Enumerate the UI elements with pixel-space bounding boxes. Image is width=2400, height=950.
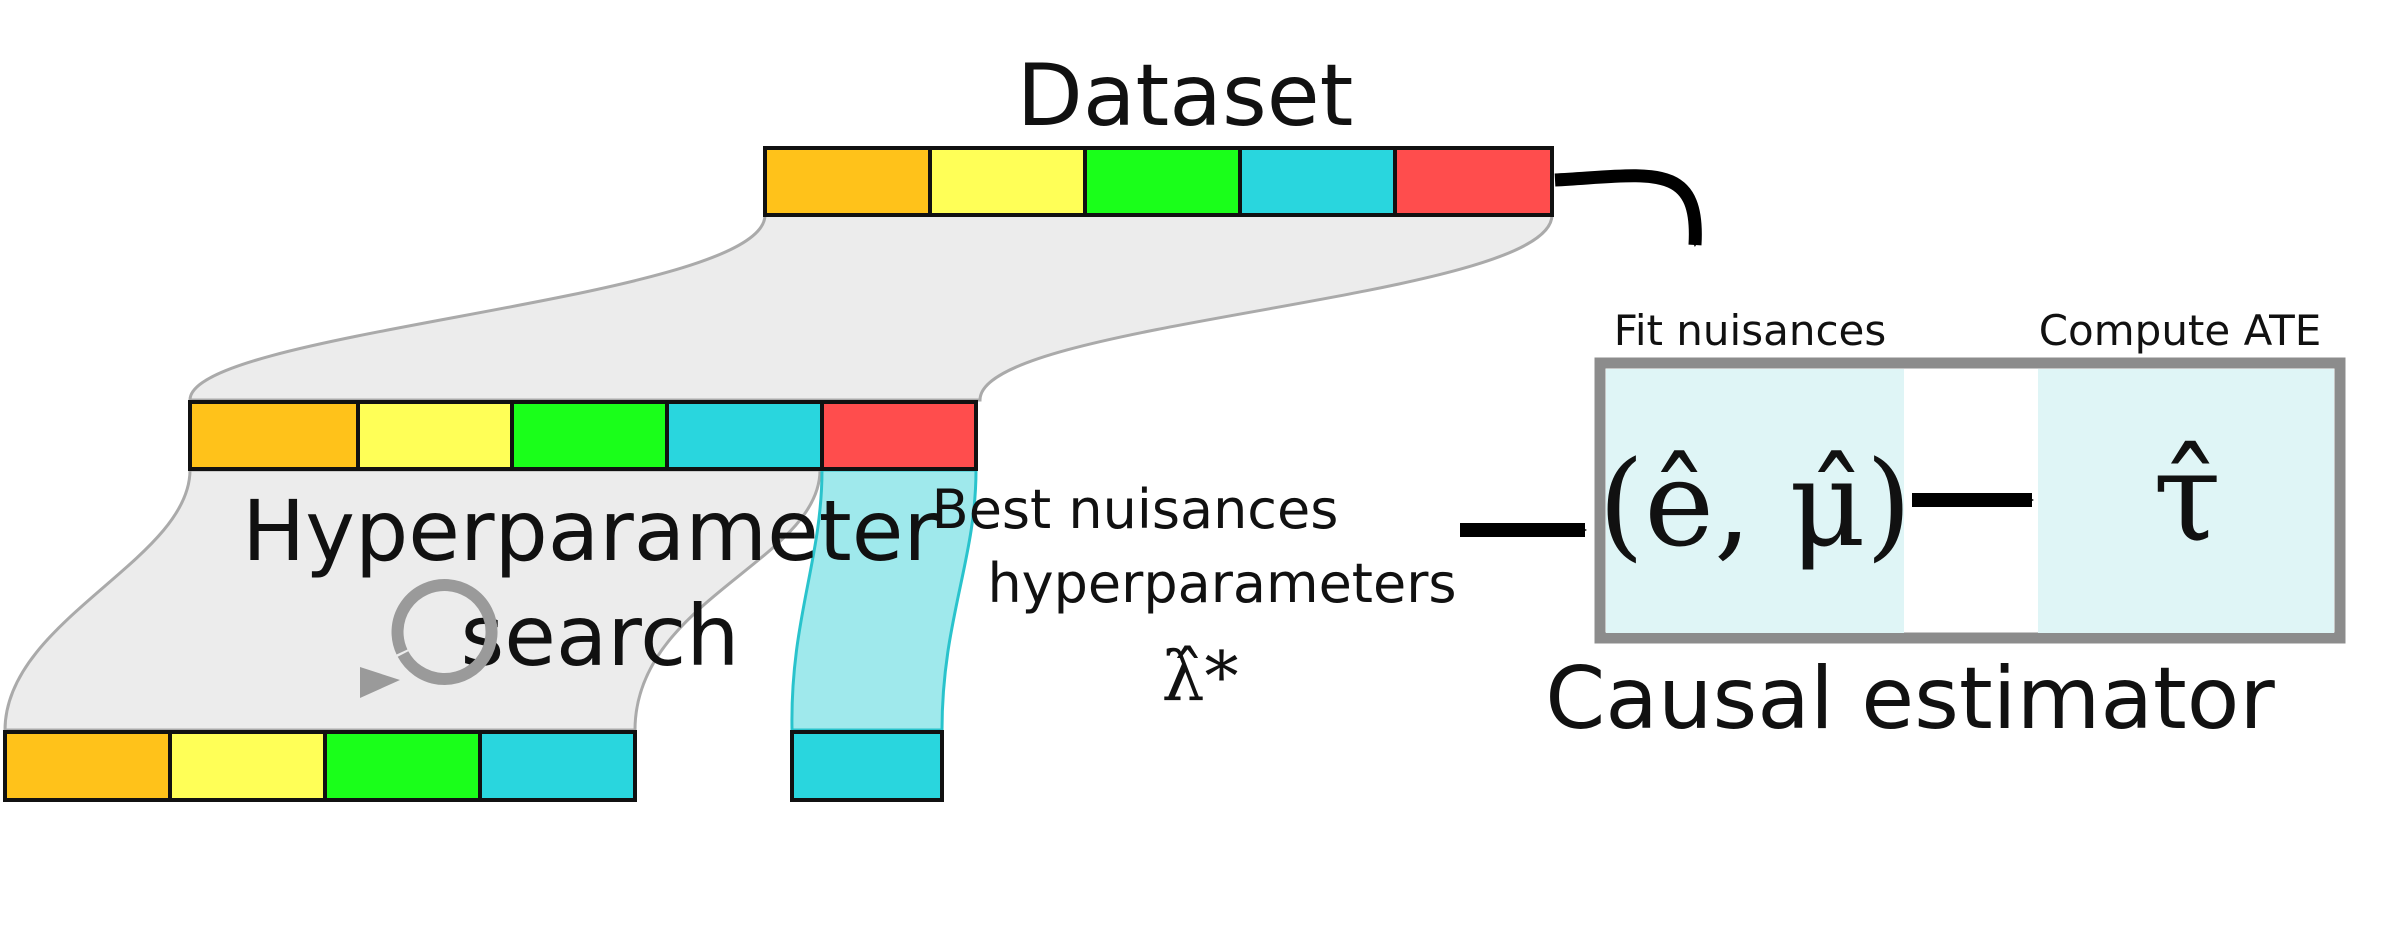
search-label-line1: Hyperparameter: [242, 482, 938, 580]
best-label-line1: Best nuisances: [932, 478, 1339, 541]
train-fold-2: [168, 730, 327, 802]
curved-arrow-icon: [1554, 169, 1702, 247]
dataset-fold-2: [928, 146, 1087, 217]
search-fold-5: [820, 400, 978, 471]
dataset-fold-4: [1238, 146, 1397, 217]
search-label-line2: search: [460, 587, 739, 685]
train-fold-1: [3, 730, 172, 802]
dataset-fold-1: [763, 146, 932, 217]
compute-ate-label: Compute ATE: [2039, 306, 2322, 355]
dataset-fold-3: [1083, 146, 1242, 217]
validation-fold: [790, 730, 944, 802]
search-fold-4: [665, 400, 824, 471]
dataset-title: Dataset: [1017, 46, 1354, 146]
nuisance-panel: [1606, 369, 1904, 633]
causal-estimator-label: Causal estimator: [1545, 649, 2275, 749]
ate-panel: [2038, 369, 2334, 633]
best-label-line2: hyperparameters: [987, 552, 1456, 615]
search-fold-1: [188, 400, 360, 471]
search-fold-3: [510, 400, 669, 471]
train-fold-3: [323, 730, 482, 802]
train-fold-4: [478, 730, 637, 802]
split-flow-band: [188, 213, 1554, 402]
search-fold-bar: [188, 400, 978, 471]
search-fold-2: [356, 400, 514, 471]
ate-symbol: τ̂: [2153, 426, 2222, 570]
nuisance-formula: (ê, μ̂): [1598, 435, 1912, 573]
dataset-fold-5: [1393, 146, 1554, 217]
dataset-fold-bar: [763, 146, 1554, 217]
best-hyperparameter-symbol: λ̂*: [1161, 638, 1238, 717]
refresh-cycle-icon: [360, 579, 498, 698]
fit-nuisances-label: Fit nuisances: [1614, 306, 1887, 355]
train-fold-bar: [3, 730, 637, 802]
